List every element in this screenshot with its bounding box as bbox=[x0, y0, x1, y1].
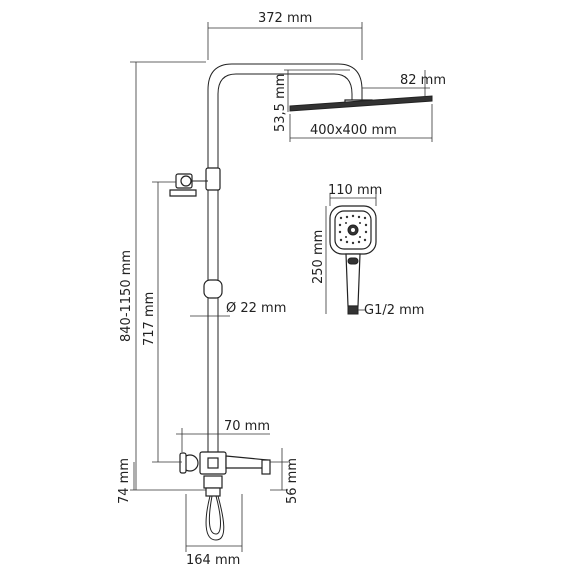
rain-shower-head bbox=[289, 95, 433, 112]
label-head-offset: 53,5 mm bbox=[273, 74, 288, 132]
label-holder-height: 717 mm bbox=[142, 292, 157, 346]
dimension-labels: 372 mm 82 mm 53,5 mm 400x400 mm 110 mm 2… bbox=[117, 11, 446, 568]
label-valve-depth: 70 mm bbox=[224, 419, 270, 434]
label-head-size: 400x400 mm bbox=[310, 123, 397, 138]
hose bbox=[205, 495, 225, 541]
riser-pipe bbox=[207, 63, 363, 455]
slider-knob bbox=[203, 279, 223, 299]
label-pipe-diameter: Ø 22 mm bbox=[226, 301, 286, 316]
label-head-height: 82 mm bbox=[400, 73, 446, 88]
label-hand-width: 110 mm bbox=[328, 183, 382, 198]
label-hand-thread: G1/2 mm bbox=[364, 303, 424, 318]
dimension-lines bbox=[130, 22, 433, 552]
label-valve-height: 74 mm bbox=[117, 458, 132, 504]
label-arm-length: 372 mm bbox=[258, 11, 312, 26]
hand-shower-holder bbox=[169, 173, 208, 197]
label-hand-length: 250 mm bbox=[311, 230, 326, 284]
label-total-height: 840-1150 mm bbox=[119, 250, 134, 342]
label-inlet-width: 164 mm bbox=[186, 553, 240, 568]
hand-shower bbox=[329, 205, 377, 315]
mixer-valve bbox=[179, 451, 271, 497]
riser-coupling bbox=[205, 167, 221, 191]
label-spout-height: 56 mm bbox=[285, 458, 300, 504]
